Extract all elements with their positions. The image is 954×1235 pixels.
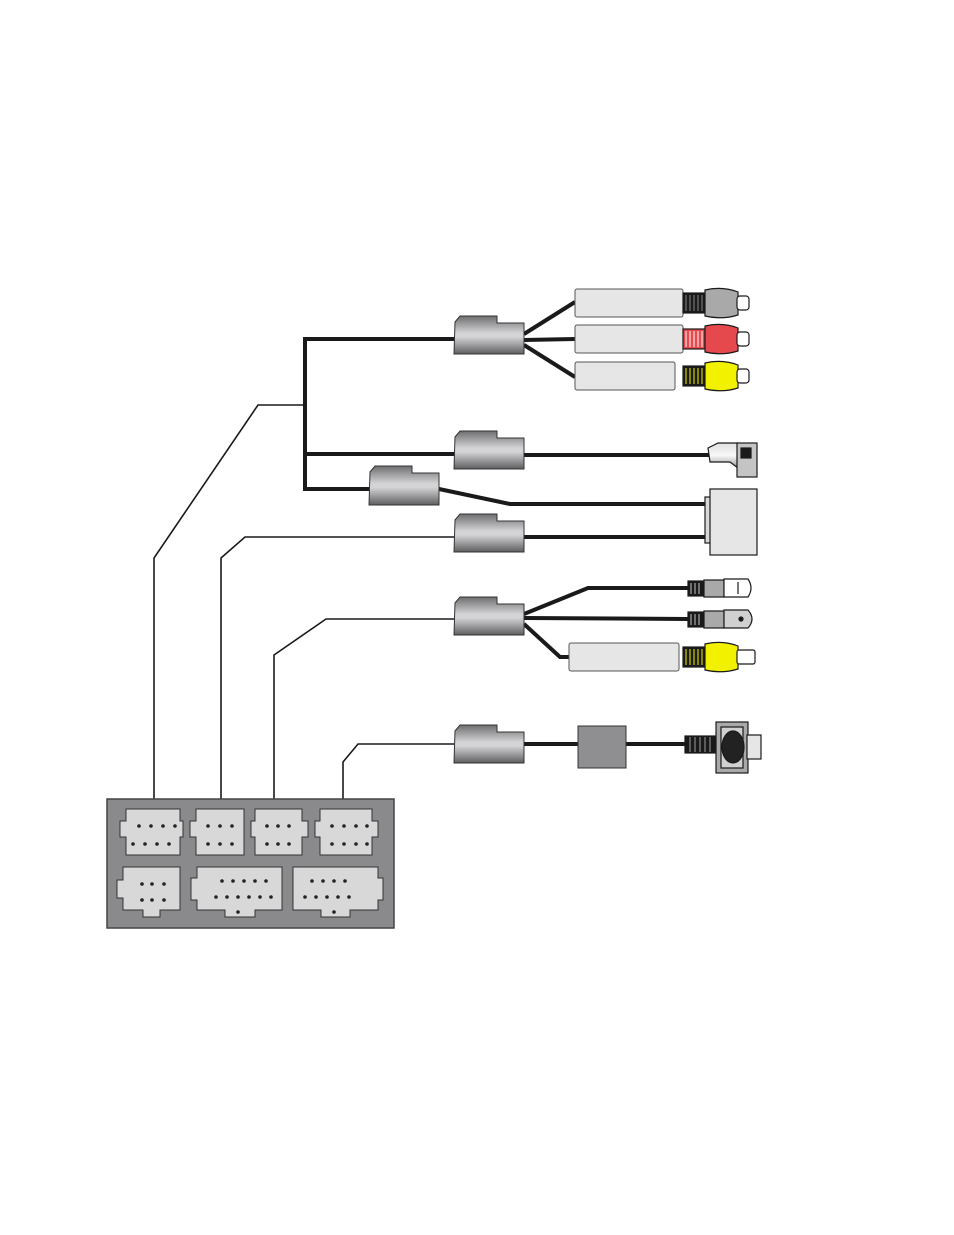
right-angle-plug-harness-connector [454,431,524,469]
right-angle-plug [708,443,757,477]
dock-connector [685,722,761,773]
av-output-harness-connector [454,316,524,354]
harness-connectors [369,316,524,763]
mini-din-plugs [688,579,752,628]
hub-socket-1 [120,809,183,855]
av-input-harness-connector [454,597,524,635]
module-upper-harness-connector [369,466,439,505]
av-in-lower-wire [524,624,570,657]
label-box-red-rca [575,325,683,353]
hub-socket-5 [117,867,180,917]
label-box-gray-rca [575,289,683,317]
module-upper-wire [439,489,705,504]
av-in-middle-wire [524,618,688,619]
hub-socket-3 [251,809,308,855]
hub-socket-3-wire [274,619,454,809]
hub-socket-7 [293,867,383,917]
hub-socket-1-wire [154,405,305,809]
hub-box [107,799,394,928]
av-out-yellow-wire [524,345,575,377]
av-input-yellow-rca-plug [683,642,755,671]
mini-din-plug-upper [688,579,751,597]
hub-socket-2 [190,809,244,855]
av-out-red-wire [524,339,575,340]
label-boxes [569,289,683,671]
label-box-av-input-yellow [569,643,679,671]
module-box [705,489,757,555]
hub-socket-2-wire [221,537,454,809]
av-out-gray-wire [524,302,575,334]
red-rca-plug [683,324,749,353]
yellow-rca-plug [683,361,749,390]
label-box-yellow-rca [575,362,675,390]
inline-module [578,726,626,768]
gray-rca-plug [683,288,749,317]
hub-socket-4 [315,809,378,855]
mini-din-plug-lower [688,610,752,628]
hub-socket-6 [191,867,282,917]
dock-harness-connector [454,725,524,763]
av-in-upper-wire [524,588,688,614]
module-lower-harness-connector [454,514,524,552]
